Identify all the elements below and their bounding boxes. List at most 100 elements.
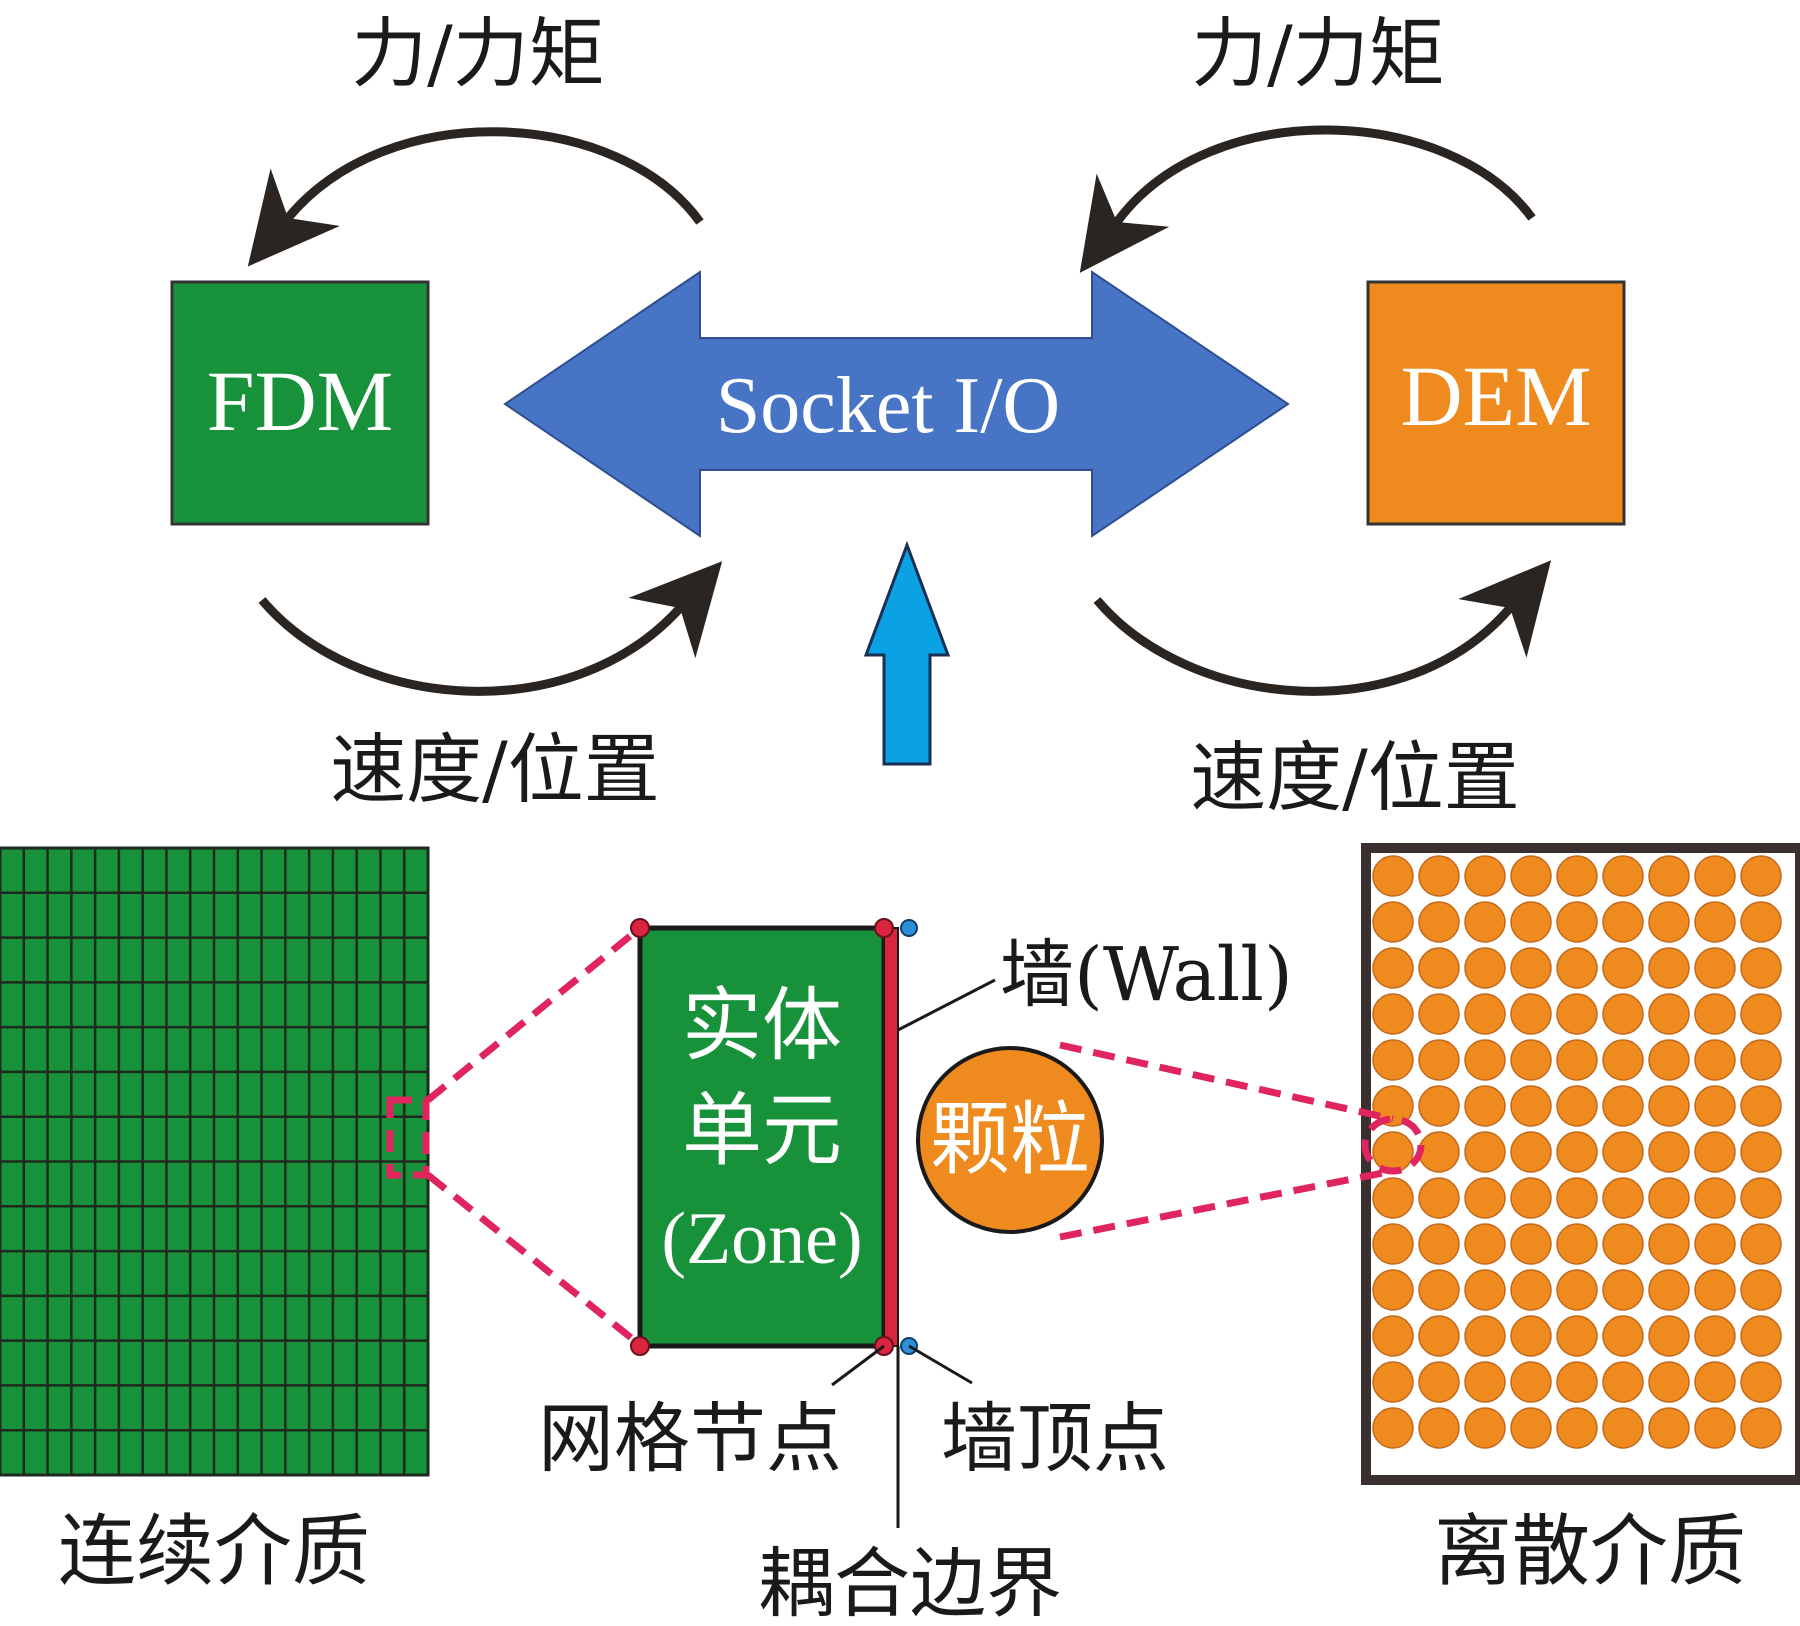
particle [1464, 1407, 1506, 1449]
zone-label-line1: 实体 [682, 983, 842, 1071]
particle [1418, 901, 1460, 943]
discrete-label: 离散介质 [1434, 1507, 1746, 1597]
particle [1372, 1361, 1414, 1403]
particle [1418, 993, 1460, 1035]
force-label-right: 力/力矩 [1191, 9, 1445, 98]
grid-node-bottom-left [630, 1336, 650, 1356]
particle [1556, 1269, 1598, 1311]
particle [1464, 1315, 1506, 1357]
particle [1510, 901, 1552, 943]
particle [1740, 947, 1782, 989]
particle [1694, 1131, 1736, 1173]
particle [1602, 1315, 1644, 1357]
particle [1602, 1177, 1644, 1219]
grid-node-label: 网格节点 [538, 1394, 842, 1483]
particle [1602, 855, 1644, 897]
particle [1372, 1085, 1414, 1127]
particle [1694, 1315, 1736, 1357]
particle [1510, 1407, 1552, 1449]
particle [1648, 1039, 1690, 1081]
grid-node-top-left [630, 918, 650, 938]
particle [1418, 1039, 1460, 1081]
particle [1510, 1223, 1552, 1265]
particle [1556, 1361, 1598, 1403]
particle [1556, 1407, 1598, 1449]
particle [1740, 1269, 1782, 1311]
particle [1648, 1407, 1690, 1449]
particle [1464, 947, 1506, 989]
wall-vertex-leader-line [908, 1344, 973, 1385]
particle [1602, 901, 1644, 943]
particle [1510, 1039, 1552, 1081]
socket-io-label: Socket I/O [716, 362, 1060, 450]
zone-label-line2: 单元 [682, 1088, 842, 1176]
particle [1464, 1039, 1506, 1081]
particle [1694, 947, 1736, 989]
particle [1740, 993, 1782, 1035]
particle [1510, 1131, 1552, 1173]
velocity-curve-arrow-right [1093, 560, 1552, 696]
particle [1556, 1085, 1598, 1127]
particle-label: 颗粒 [930, 1097, 1090, 1185]
particle [1694, 855, 1736, 897]
particle [1694, 1085, 1736, 1127]
particle [1510, 1177, 1552, 1219]
particle [1694, 1223, 1736, 1265]
wall-vertex-label: 墙顶点 [941, 1394, 1169, 1483]
particle [1648, 993, 1690, 1035]
particle [1648, 947, 1690, 989]
particle [1464, 1361, 1506, 1403]
particle [1740, 1315, 1782, 1357]
dem-label: DEM [1400, 348, 1591, 444]
particle [1464, 901, 1506, 943]
particle [1740, 1361, 1782, 1403]
particle [1648, 1315, 1690, 1357]
particle [1556, 1315, 1598, 1357]
particle [1556, 1131, 1598, 1173]
particle [1510, 1269, 1552, 1311]
particle [1418, 947, 1460, 989]
particle [1694, 901, 1736, 943]
particle [1694, 1361, 1736, 1403]
particle [1648, 1131, 1690, 1173]
force-label-left: 力/力矩 [351, 9, 605, 98]
particle [1556, 1223, 1598, 1265]
velocity-label-left: 速度/位置 [330, 725, 660, 814]
particle [1694, 1269, 1736, 1311]
fdm-box [170, 280, 430, 526]
continuum-grid [0, 846, 430, 1477]
particle [1648, 855, 1690, 897]
particle [1464, 1131, 1506, 1173]
particle [1694, 993, 1736, 1035]
particle [1694, 1177, 1736, 1219]
fdm-label: FDM [207, 353, 393, 449]
particle [1372, 1131, 1414, 1173]
wall-vertex-top [900, 919, 918, 937]
particle [1648, 1269, 1690, 1311]
particle [1372, 1315, 1414, 1357]
continuum-label: 连续介质 [58, 1507, 370, 1597]
particle [1740, 1223, 1782, 1265]
particle-circle [916, 1046, 1104, 1234]
particle [1372, 1269, 1414, 1311]
particle [1418, 1131, 1460, 1173]
particle [1418, 1177, 1460, 1219]
particle [1418, 1361, 1460, 1403]
zone-label-line3: (Zone) [661, 1198, 862, 1280]
particle [1602, 1223, 1644, 1265]
particle [1510, 1361, 1552, 1403]
particle [1694, 1039, 1736, 1081]
particle [1510, 855, 1552, 897]
particle [1510, 993, 1552, 1035]
particle [1372, 1223, 1414, 1265]
dem-box [1366, 280, 1626, 526]
zoom-dashes-right [1059, 1041, 1425, 1241]
particle [1694, 1407, 1736, 1449]
particle [1510, 1315, 1552, 1357]
particle [1372, 947, 1414, 989]
particle [1602, 1039, 1644, 1081]
particle [1602, 1407, 1644, 1449]
particle [1464, 1223, 1506, 1265]
particle [1740, 1039, 1782, 1081]
